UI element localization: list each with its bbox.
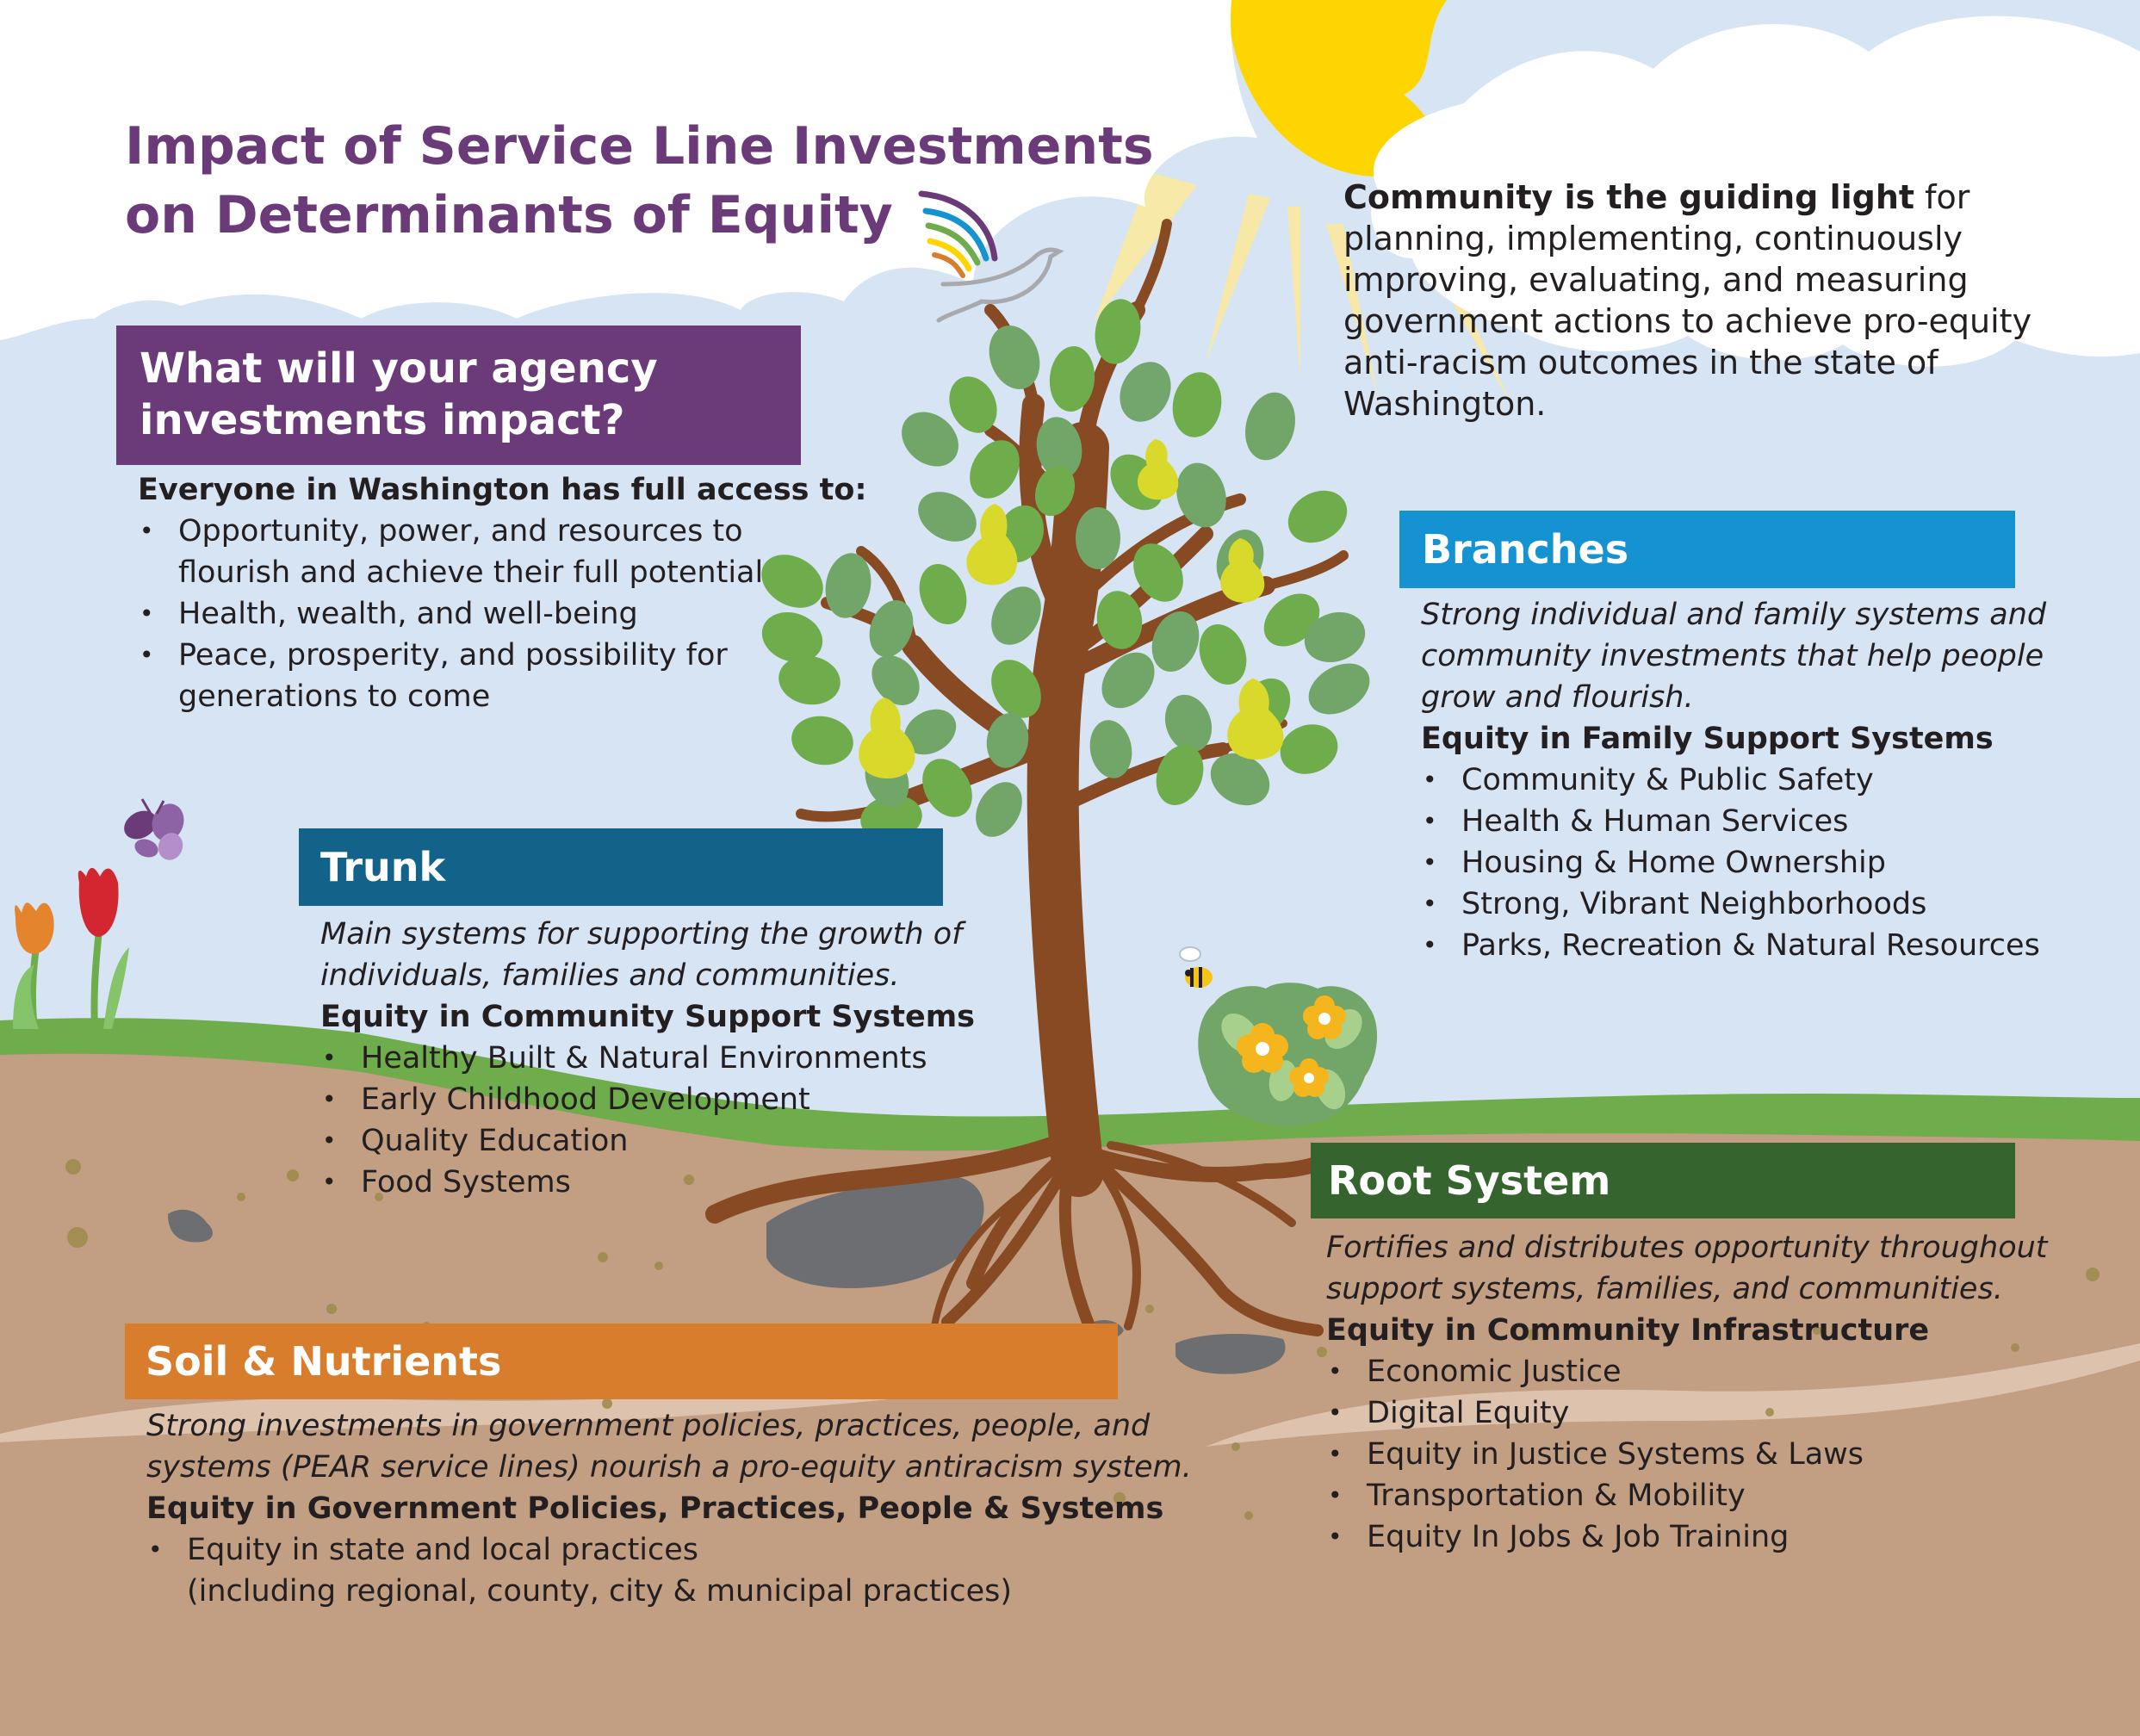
butterfly-icon: [124, 798, 184, 860]
description-line: Strong individual and family systems and: [1421, 598, 2047, 632]
soil-heading-band: Soil & Nutrients: [125, 1324, 1118, 1399]
description-line: community investments that help people: [1421, 639, 2044, 673]
list-item: Health & Human Services: [1421, 801, 2007, 842]
list-item: Equity In Jobs & Job Training: [1326, 1516, 2015, 1558]
list-item: Healthy Built & Natural Environments: [320, 1038, 940, 1079]
soil-description: Strong investments in government policie…: [146, 1405, 1192, 1488]
description-line: systems (PEAR service lines) nourish a p…: [146, 1450, 1192, 1485]
list-item-text: Health, wealth, and well-being: [178, 597, 638, 631]
list-item: Transportation & Mobility: [1326, 1475, 2015, 1516]
bee-icon: [1179, 946, 1213, 988]
page-title-line-1: Impact of Service Line Investments: [125, 116, 1154, 177]
list-item: Quality Education: [320, 1120, 940, 1162]
description-line: individuals, families and communities.: [320, 958, 900, 993]
trunk-subhead: Equity in Community Support Systems: [320, 1000, 976, 1034]
list-item-text: Peace, prosperity, and possibility for: [178, 638, 728, 673]
list-item: Digital Equity: [1326, 1392, 2015, 1434]
pear-icon: [859, 439, 1284, 779]
list-item-continuation: generations to come: [138, 676, 827, 717]
list-item: Peace, prosperity, and possibility for: [138, 635, 827, 676]
soil-heading: Soil & Nutrients: [146, 1338, 502, 1385]
page-title: Impact of Service Line Investments on De…: [125, 112, 1158, 250]
trunk-list: Healthy Built & Natural Environments Ear…: [320, 1038, 940, 1203]
trunk-heading: Trunk: [320, 844, 446, 890]
list-item-continuation: flourish and achieve their full potentia…: [138, 552, 827, 593]
guiding-light-text: Community is the guiding light for plann…: [1343, 177, 2050, 425]
guiding-light-emphasis: Community is the guiding light: [1343, 178, 1915, 216]
root-system-subhead: Equity in Community Infrastructure: [1326, 1313, 1930, 1348]
list-item: Economic Justice: [1326, 1351, 2015, 1392]
root-system-section: Fortifies and distributes opportunity th…: [1326, 1227, 2048, 1558]
guiding-light-rest: for planning, implementing, continuously…: [1343, 178, 2032, 423]
list-item: Equity in Justice Systems & Laws: [1326, 1434, 2015, 1475]
root-system-description: Fortifies and distributes opportunity th…: [1326, 1227, 2048, 1310]
trunk-section: Main systems for supporting the growth o…: [320, 914, 976, 1203]
agency-heading-line-1: What will your agency: [140, 344, 658, 393]
soil-list: Equity in state and local practices (inc…: [146, 1529, 1120, 1612]
agency-heading-line-2: investments impact?: [140, 396, 625, 444]
page-title-line-2: on Determinants of Equity: [125, 185, 893, 245]
branches-heading: Branches: [1422, 526, 1629, 573]
tulip-icon: [13, 867, 129, 1030]
trunk-description: Main systems for supporting the growth o…: [320, 914, 963, 996]
root-system-list: Economic Justice Digital Equity Equity i…: [1326, 1351, 2015, 1558]
list-item: Community & Public Safety: [1421, 760, 2007, 801]
list-item: Health, wealth, and well-being: [138, 593, 827, 635]
list-item-continuation: (including regional, county, city & muni…: [146, 1571, 1120, 1612]
list-item-text: Opportunity, power, and resources to: [178, 514, 743, 549]
root-system-heading-band: Root System: [1311, 1143, 2015, 1218]
list-item-text: generations to come: [178, 679, 491, 714]
description-line: Main systems for supporting the growth o…: [320, 917, 963, 952]
dove-icon: [918, 190, 1064, 323]
branches-list: Community & Public Safety Health & Human…: [1421, 760, 2040, 966]
branches-heading-band: Branches: [1399, 511, 2015, 588]
list-item: Early Childhood Development: [320, 1079, 940, 1120]
agency-section: Everyone in Washington has full access t…: [138, 469, 867, 717]
branches-description: Strong individual and family systems and…: [1421, 594, 2047, 718]
list-item: Strong, Vibrant Neighborhoods: [1421, 884, 2007, 925]
list-item-text: (including regional, county, city & muni…: [187, 1574, 1013, 1609]
list-item: Food Systems: [320, 1162, 940, 1203]
branches-section: Strong individual and family systems and…: [1421, 594, 2047, 966]
soil-section: Strong investments in government policie…: [146, 1405, 1192, 1612]
agency-subhead: Everyone in Washington has full access t…: [138, 473, 867, 507]
flower-bush-icon: [1198, 983, 1378, 1126]
agency-heading-band: What will your agency investments impact…: [116, 326, 801, 465]
list-item-text: flourish and achieve their full potentia…: [178, 555, 764, 590]
sun-icon: [1227, 0, 1447, 177]
soil-subhead: Equity in Government Policies, Practices…: [146, 1491, 1164, 1526]
description-line: support systems, families, and communiti…: [1326, 1272, 2003, 1306]
list-item: Equity in state and local practices: [146, 1529, 1120, 1571]
description-line: Strong investments in government policie…: [146, 1409, 1151, 1443]
list-item: Opportunity, power, and resources to: [138, 511, 827, 552]
root-system-heading: Root System: [1328, 1157, 1611, 1204]
branches-subhead: Equity in Family Support Systems: [1421, 722, 1994, 756]
description-line: Fortifies and distributes opportunity th…: [1326, 1231, 2048, 1265]
trunk-heading-band: Trunk: [299, 828, 943, 906]
list-item: Housing & Home Ownership: [1421, 842, 2007, 884]
list-item: Parks, Recreation & Natural Resources: [1421, 925, 2040, 966]
description-line: grow and flourish.: [1421, 680, 1694, 715]
agency-list: Opportunity, power, and resources to flo…: [138, 511, 827, 717]
